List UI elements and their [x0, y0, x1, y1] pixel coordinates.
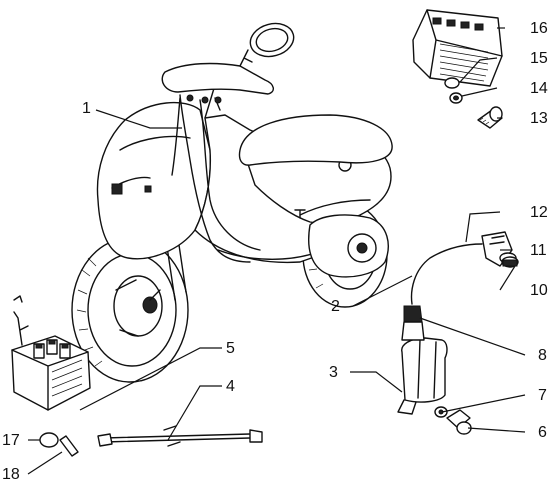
plug-18 [59, 435, 79, 457]
callout-16: 16 [530, 20, 548, 37]
wiring-harness [171, 94, 261, 263]
leader-lines [27, 27, 526, 475]
callout-2: 2 [331, 298, 340, 315]
callout-7: 7 [538, 387, 547, 404]
callout-14: 14 [530, 80, 548, 97]
rubber-cap-17 [39, 432, 59, 448]
bolt-6 [446, 409, 472, 435]
front-wheel [71, 237, 189, 383]
callout-10: 10 [530, 282, 548, 299]
mirror [249, 22, 295, 58]
voltage-regulator [412, 9, 503, 87]
callout-18: 18 [2, 466, 20, 483]
callout-4: 4 [226, 378, 235, 395]
callout-1: 1 [82, 100, 91, 117]
callout-6: 6 [538, 424, 547, 441]
ht-cable [97, 425, 263, 447]
callout-5: 5 [226, 340, 235, 357]
seat [238, 114, 393, 166]
ignition-coil [397, 305, 448, 415]
callout-labels: 1 2 3 4 5 6 7 8 10 11 12 13 14 15 16 17 … [2, 20, 548, 483]
callout-12: 12 [530, 204, 548, 221]
coil-boot [403, 305, 423, 323]
washer-15 [444, 77, 460, 89]
scooter-illustration [71, 22, 393, 383]
callout-17: 17 [2, 432, 20, 449]
cdi-unit [11, 295, 91, 411]
callout-11: 11 [530, 242, 547, 259]
callout-15: 15 [530, 50, 548, 67]
callout-3: 3 [329, 364, 338, 381]
callout-8: 8 [538, 347, 547, 364]
callout-13: 13 [530, 110, 548, 127]
handlebar [161, 62, 274, 95]
spark-plug-lead [410, 231, 517, 305]
